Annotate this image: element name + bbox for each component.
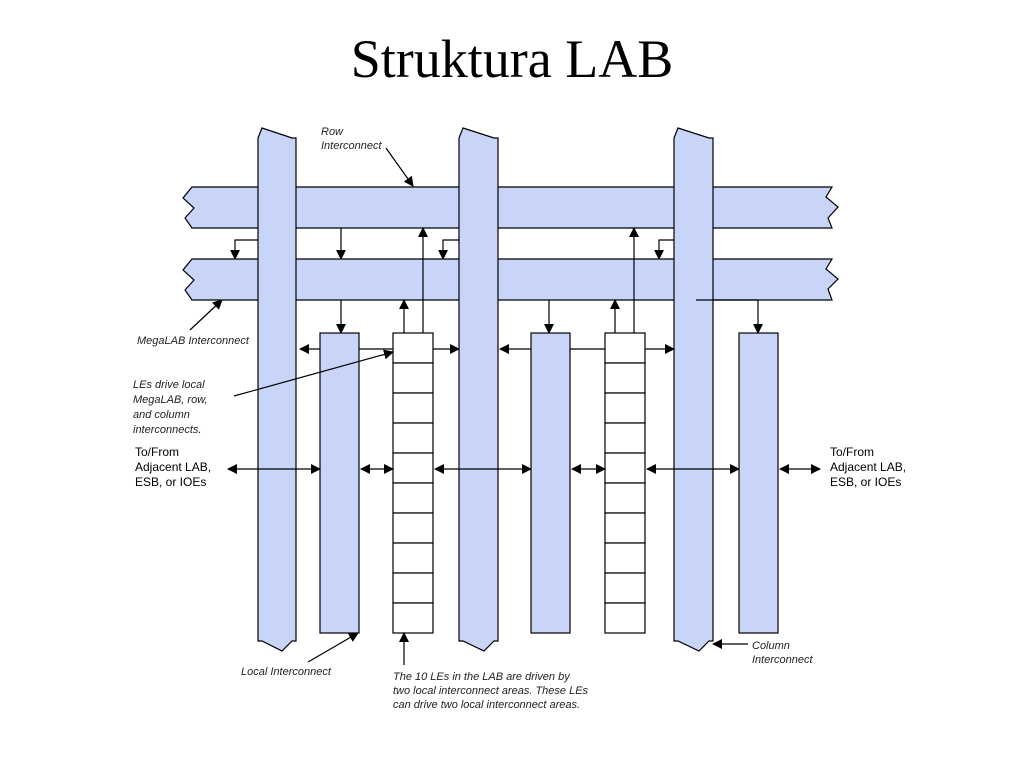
label-line: MegaLAB, row, bbox=[133, 394, 208, 406]
label-line: The 10 LEs in the LAB are driven by bbox=[393, 671, 571, 683]
logic-element bbox=[392, 332, 434, 364]
label-line: LEs drive local bbox=[133, 379, 205, 391]
wires bbox=[189, 147, 821, 665]
logic-element bbox=[392, 482, 434, 514]
logic-element bbox=[604, 572, 646, 604]
label-line: MegaLAB Interconnect bbox=[137, 335, 250, 347]
label-line: interconnects. bbox=[133, 424, 201, 436]
local-interconnect-label: Local Interconnect bbox=[241, 666, 332, 678]
label-line: To/From bbox=[135, 445, 179, 459]
label-line: To/From bbox=[830, 445, 874, 459]
logic-element bbox=[604, 602, 646, 634]
logic-element bbox=[604, 362, 646, 394]
column-interconnect-band bbox=[458, 127, 499, 652]
logic-element bbox=[392, 452, 434, 484]
label-line: Column bbox=[752, 640, 790, 652]
label-line: ESB, or IOEs bbox=[135, 475, 206, 489]
local-interconnect-block bbox=[319, 332, 360, 634]
le-stack bbox=[392, 332, 434, 634]
label-line: Row bbox=[321, 126, 344, 138]
ten-les-label: The 10 LEs in the LAB are driven by two l… bbox=[393, 671, 589, 711]
label-line: Adjacent LAB, bbox=[830, 460, 906, 474]
logic-element bbox=[392, 362, 434, 394]
label-line: Local Interconnect bbox=[241, 666, 332, 678]
label-line: ESB, or IOEs bbox=[830, 475, 901, 489]
logic-element bbox=[392, 542, 434, 574]
label-line: Interconnect bbox=[752, 654, 813, 666]
label-line: two local interconnect areas. These LEs bbox=[393, 685, 589, 697]
logic-element bbox=[604, 452, 646, 484]
logic-element bbox=[392, 512, 434, 544]
column-interconnect-band bbox=[673, 127, 714, 652]
logic-element bbox=[604, 482, 646, 514]
logic-element bbox=[604, 332, 646, 364]
local-interconnect-block bbox=[738, 332, 779, 634]
le-stack bbox=[604, 332, 646, 634]
label-line: Interconnect bbox=[321, 140, 382, 152]
column-interconnect-band bbox=[257, 127, 297, 652]
logic-element bbox=[604, 512, 646, 544]
logic-element bbox=[604, 422, 646, 454]
megalab-interconnect-label: MegaLAB Interconnect bbox=[137, 335, 250, 347]
label-line: and column bbox=[133, 409, 190, 421]
logic-element bbox=[604, 392, 646, 424]
logic-element bbox=[392, 602, 434, 634]
local-interconnect-block bbox=[530, 332, 571, 634]
logic-element bbox=[392, 392, 434, 424]
label-line: can drive two local interconnect areas. bbox=[393, 699, 580, 711]
logic-element bbox=[392, 572, 434, 604]
logic-element bbox=[392, 422, 434, 454]
label-line: Adjacent LAB, bbox=[135, 460, 211, 474]
logic-element bbox=[604, 542, 646, 574]
slide-title: Struktura LAB bbox=[350, 29, 674, 89]
